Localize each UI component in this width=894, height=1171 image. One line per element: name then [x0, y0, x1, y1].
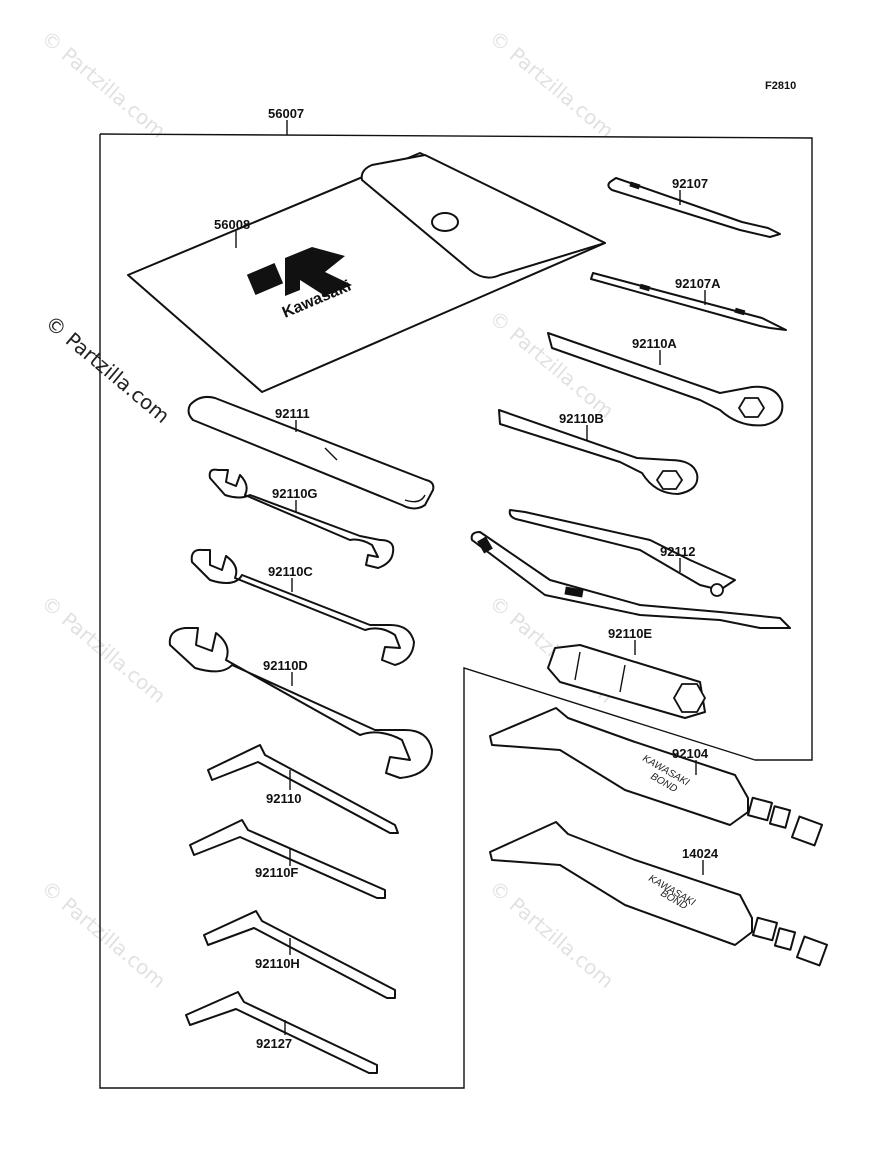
wrench-92110d [168, 627, 433, 779]
label-92111: 92111 [275, 406, 310, 421]
label-92127: 92127 [256, 1036, 292, 1051]
hex-key-92110 [207, 744, 399, 834]
label-92110d: 92110D [263, 658, 308, 673]
figure-id: F2810 [765, 80, 796, 92]
label-92110g: 92110G [272, 486, 318, 501]
label-92110a: 92110A [632, 336, 677, 351]
screwdriver-92107 [607, 177, 781, 238]
wrench-92110a [547, 332, 784, 427]
watermark: © Partzilla.com [37, 875, 171, 993]
watermark: © Partzilla.com [37, 590, 171, 708]
label-92110: 92110 [266, 791, 301, 806]
label-92110c: 92110C [268, 564, 313, 579]
label-92107: 92107 [672, 176, 708, 191]
bond-tube-14024: KAWASAKI BOND [489, 821, 829, 967]
hex-key-92127 [185, 991, 378, 1074]
hex-key-92110f [189, 819, 386, 899]
tool-bag: Kawasaki [127, 152, 606, 393]
wrench-92110b [498, 409, 699, 495]
kit-frame [99, 120, 813, 1089]
watermark: © Partzilla.com [485, 25, 619, 143]
handle-92111 [187, 395, 435, 510]
label-14024: 14024 [682, 846, 719, 861]
label-92110b: 92110B [559, 411, 604, 426]
plug-wrench-92110e [547, 644, 707, 719]
screwdriver-92107a [590, 272, 787, 331]
pliers-92112 [470, 509, 791, 629]
label-92110h: 92110H [255, 956, 300, 971]
watermark-dark: © Partzilla.com [41, 310, 175, 428]
wrench-92110c [190, 548, 415, 666]
label-92107a: 92107A [675, 276, 721, 291]
wrench-92110g [208, 468, 395, 569]
label-56008: 56008 [214, 217, 250, 232]
label-56007: 56007 [268, 106, 304, 121]
label-92112: 92112 [660, 544, 695, 559]
watermark: © Partzilla.com [485, 875, 619, 993]
label-92104: 92104 [672, 746, 709, 761]
label-92110e: 92110E [608, 626, 652, 641]
watermark: © Partzilla.com [37, 25, 171, 143]
bond-tube-92104: KAWASAKI BOND [489, 707, 824, 847]
hex-key-92110h [203, 910, 396, 999]
label-92110f: 92110F [255, 865, 298, 880]
